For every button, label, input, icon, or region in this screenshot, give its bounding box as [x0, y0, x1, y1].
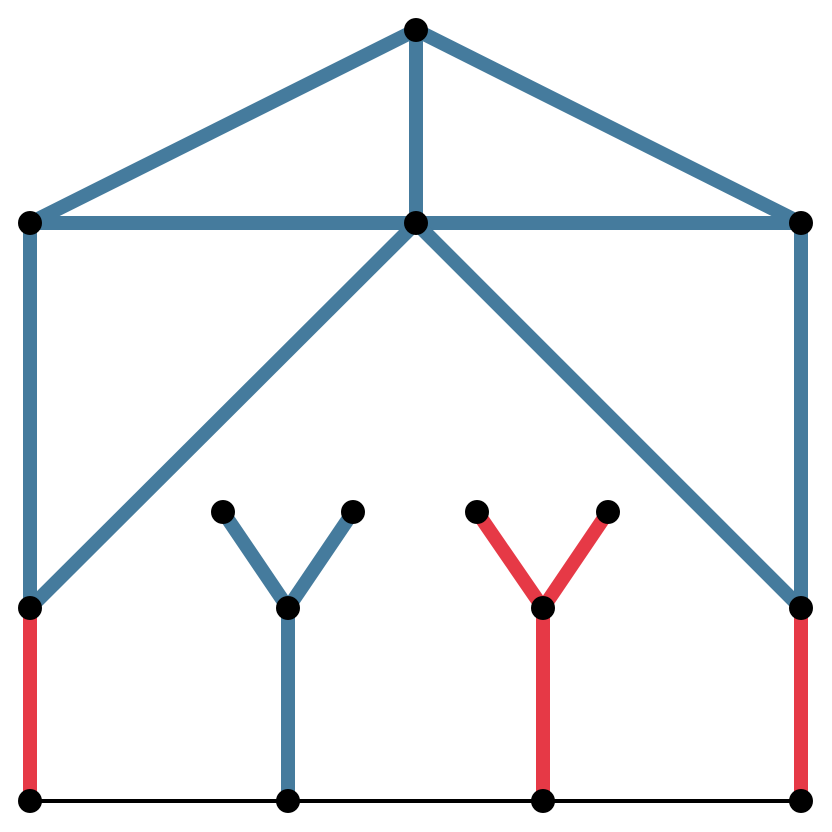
node-right-top [789, 211, 813, 235]
edge-center-to-right-mid [411, 218, 806, 613]
nodes-layer [18, 18, 813, 813]
node-base-2 [276, 789, 300, 813]
edges-layer [23, 23, 808, 803]
node-base-3 [531, 789, 555, 813]
edge-apex-to-right-top [412, 23, 805, 230]
edge-center-to-left-mid [25, 218, 421, 613]
node-y2-joint [531, 596, 555, 620]
edge-y1-right-leaf-to-y1-joint [282, 508, 359, 612]
node-right-mid [789, 596, 813, 620]
node-center [404, 211, 428, 235]
edge-apex-to-left-top [26, 23, 420, 230]
node-apex [404, 18, 428, 42]
node-y1-left-leaf [211, 500, 235, 524]
node-left-mid [18, 596, 42, 620]
node-y1-joint [276, 596, 300, 620]
node-left-top [18, 211, 42, 235]
node-y1-right-leaf [341, 500, 365, 524]
edge-y2-left-leaf-to-y2-joint [471, 508, 549, 612]
edge-y1-left-leaf-to-y1-joint [217, 508, 294, 612]
node-y2-right-leaf [596, 500, 620, 524]
node-base-4 [789, 789, 813, 813]
node-base-1 [18, 789, 42, 813]
edge-y2-right-leaf-to-y2-joint [537, 508, 614, 612]
node-y2-left-leaf [465, 500, 489, 524]
